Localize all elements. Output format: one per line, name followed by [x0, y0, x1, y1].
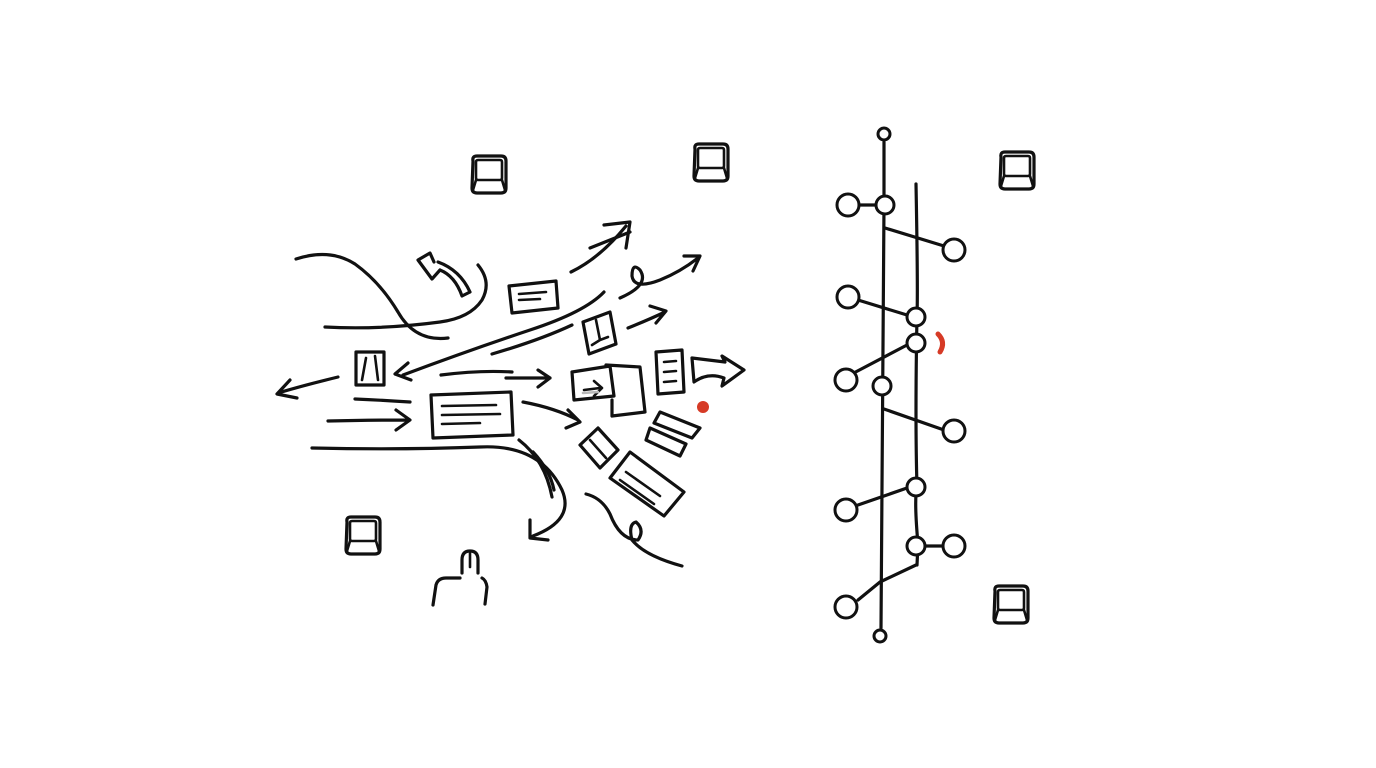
- keyboard-key-icon: [992, 584, 1030, 625]
- flow-arrow: [310, 445, 567, 542]
- person-icon: [431, 549, 489, 607]
- chaotic-flow-cluster: [275, 142, 746, 607]
- flow-arrow: [416, 251, 472, 298]
- flow-arrow: [569, 220, 632, 274]
- timeline-endpoint: [872, 628, 888, 644]
- document-icon: [354, 350, 386, 387]
- timeline-node: [833, 497, 859, 523]
- timeline-node: [874, 194, 896, 216]
- flow-arrow: [353, 397, 412, 404]
- document-icon: [578, 426, 620, 470]
- structured-timeline: [833, 126, 1036, 644]
- timeline-node: [941, 237, 967, 263]
- timeline-endpoint: [876, 126, 892, 142]
- timeline-node: [833, 367, 859, 393]
- timeline-node: [905, 535, 927, 557]
- faded-stroke: [581, 390, 600, 395]
- flow-arrow: [439, 369, 514, 377]
- flow-arrow: [326, 408, 412, 432]
- flow-arrow: [393, 361, 413, 382]
- flow-arrow: [618, 254, 702, 300]
- keyboard-key-icon: [692, 142, 730, 183]
- flow-arrow: [626, 304, 668, 330]
- document-icon: [654, 348, 686, 396]
- timeline-rail: [914, 182, 920, 567]
- keyboard-key-icon: [344, 515, 382, 556]
- flow-arrow: [275, 375, 340, 400]
- timeline-node: [941, 533, 967, 559]
- flow-arrow: [323, 263, 488, 330]
- accent-dot: [697, 401, 709, 413]
- flow-arrow: [294, 252, 450, 341]
- document-icon: [429, 390, 515, 440]
- flow-arrow: [690, 354, 746, 388]
- timeline-connectors: [846, 203, 946, 602]
- flow-arrow: [504, 368, 552, 389]
- flow-arrow: [531, 450, 556, 492]
- timeline-node: [871, 375, 893, 397]
- document-icon: [581, 310, 618, 356]
- timeline-node: [905, 306, 927, 328]
- timeline-node: [905, 476, 927, 498]
- flow-arrow: [401, 290, 606, 377]
- timeline-node: [941, 418, 967, 444]
- timeline-node: [833, 594, 859, 620]
- keyboard-key-icon: [470, 154, 508, 195]
- flow-arrow: [517, 438, 554, 499]
- document-icon: [644, 410, 702, 458]
- accent-mark: [935, 331, 946, 355]
- keyboard-key-icon: [998, 150, 1036, 191]
- flow-arrow: [490, 323, 574, 356]
- timeline-node: [835, 192, 861, 218]
- document-icon: [608, 450, 686, 518]
- timeline-node: [835, 284, 861, 310]
- document-icon: [507, 279, 560, 315]
- document-icon: [570, 363, 647, 418]
- flow-arrow: [588, 230, 632, 250]
- flow-arrow: [584, 492, 684, 568]
- flow-arrow: [521, 400, 582, 430]
- timeline-node: [905, 332, 927, 354]
